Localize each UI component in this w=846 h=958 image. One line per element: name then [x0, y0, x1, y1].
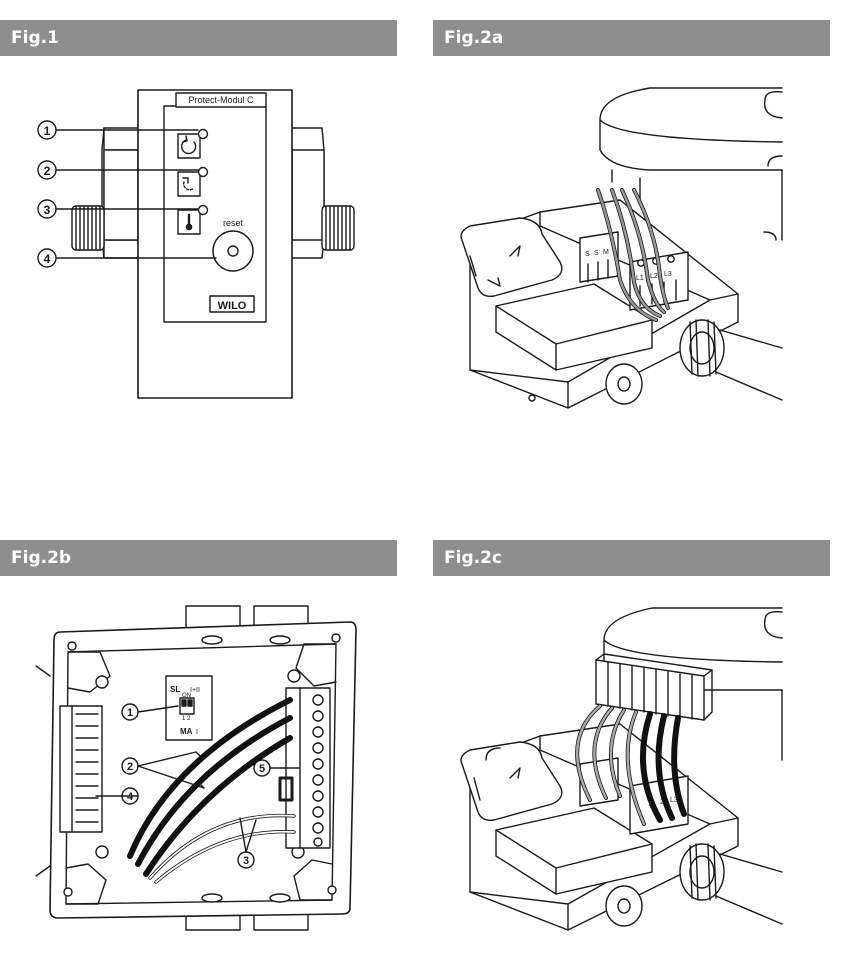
fig1-callout-4: 4 — [44, 252, 51, 266]
fig1-protect-module — [37, 89, 355, 399]
fig2b-title: Fig.2b — [11, 548, 72, 568]
fig1-title: Fig.1 — [11, 28, 59, 48]
fig2b-callout-5: 5 — [259, 763, 265, 775]
fig2a-terminal-m: M — [603, 249, 609, 256]
led-1 — [197, 128, 209, 140]
fig2c-header: Fig.2c — [433, 540, 830, 576]
dip-ii-label: I+II — [190, 687, 200, 694]
fig2b-callout-3: 3 — [243, 855, 249, 867]
module-label: Protect-Modul C — [188, 95, 254, 105]
fig1-callout-1: 1 — [44, 124, 51, 138]
fig2b-terminal-box-top — [35, 605, 357, 931]
fig2a-terminal-l1: L1 — [636, 275, 644, 282]
dip-on-label: ON — [182, 693, 191, 699]
fig2a-terminal-s2: S — [594, 250, 599, 257]
fig2a-terminal-l2: L2 — [650, 273, 658, 280]
fig2c-terminal-1: 1 — [648, 801, 652, 808]
fig2a-terminal-box — [460, 87, 783, 409]
fig2a-terminal-s1: S — [585, 251, 590, 258]
fig2a-title: Fig.2a — [444, 28, 504, 48]
dip-ma-label: MA — [180, 727, 193, 736]
fig1-callout-3: 3 — [44, 203, 51, 217]
fig1-header: Fig.1 — [0, 20, 397, 56]
fig2b-header: Fig.2b — [0, 540, 397, 576]
fig2a-header: Fig.2a — [433, 20, 830, 56]
left-cable-gland — [71, 205, 105, 251]
dip-num-label: 1 2 — [182, 716, 191, 722]
fig2c-terminal-l3: L3 — [670, 797, 678, 804]
fig2b-callout-1: 1 — [127, 707, 133, 719]
fig2b-callout-2: 2 — [127, 761, 133, 773]
fig2c-terminal-box-wired — [460, 607, 783, 931]
led-2 — [197, 166, 209, 178]
fig2b-callout-4: 4 — [127, 791, 134, 803]
dip-sl-label: SL — [170, 685, 180, 694]
led-3 — [197, 204, 209, 216]
dip-i-label: I — [196, 729, 198, 736]
fig2c-title: Fig.2c — [444, 548, 502, 568]
reset-label: reset — [223, 218, 244, 228]
fig2c-terminal-2: 2 — [660, 799, 664, 806]
right-cable-gland — [321, 205, 355, 251]
wilo-logo: WILO — [218, 300, 247, 312]
fig1-callout-2: 2 — [44, 164, 51, 178]
fig2a-terminal-l3: L3 — [664, 271, 672, 278]
